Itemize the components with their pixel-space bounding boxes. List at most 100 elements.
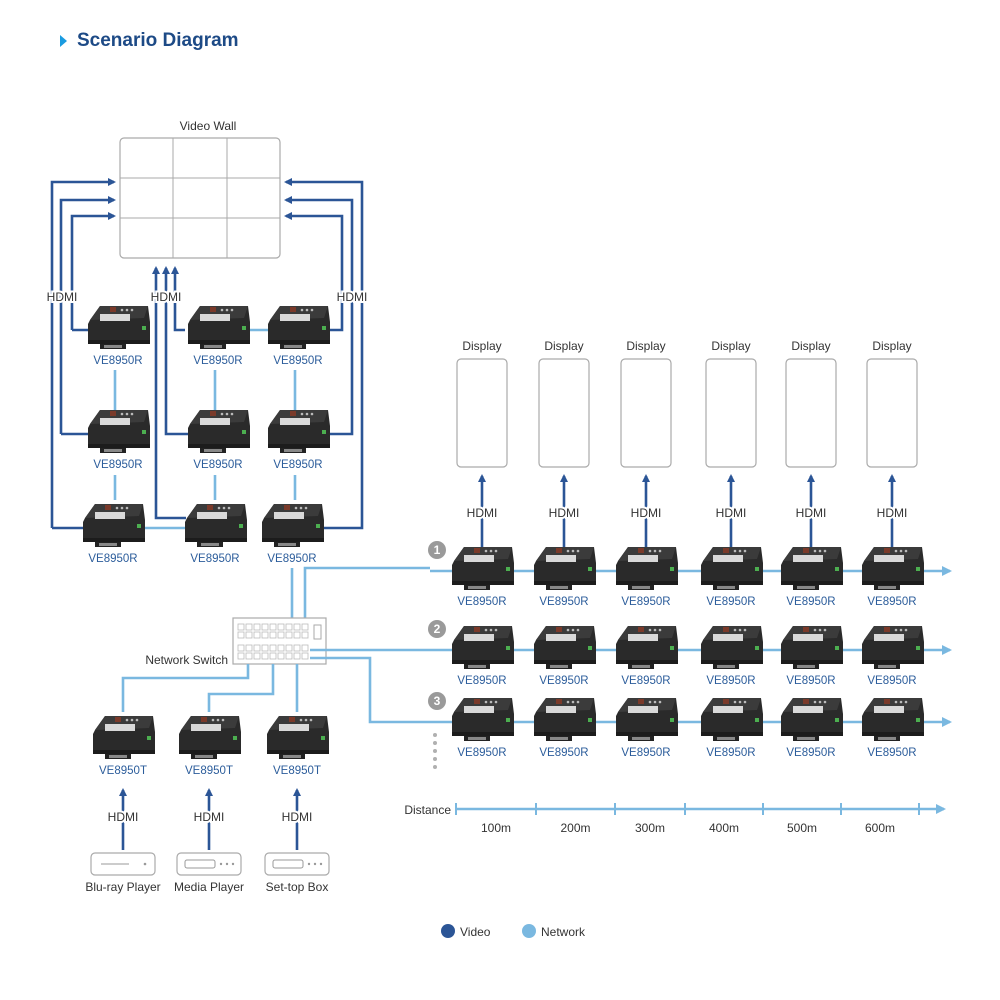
distance-tick-label: 300m [635,821,665,835]
video-link [70,212,116,330]
switch-port [269,652,277,660]
device-model-label: VE8950R [273,355,322,367]
badge-number: 1 [434,543,441,557]
badge-number: 2 [434,622,441,636]
indicator [225,862,229,866]
device-icon [862,698,924,741]
continuation-dot [433,733,437,737]
wall-receiver: VE8950R [185,504,247,565]
chain-number-badge: 1 [428,541,446,559]
source-device: Blu-ray Player [85,852,161,894]
device-model-label: VE8950R [457,596,506,608]
device-icon [862,626,924,669]
hdmi-label: HDMI [47,290,78,304]
switch-port [269,644,277,652]
chain-receiver: VE8950R [862,698,924,759]
switch-port [261,644,269,652]
network-link [310,656,430,724]
video-link [171,266,185,332]
device-icon [616,626,678,669]
device-model-label: VE8950T [185,765,233,777]
device-model-label: VE8950R [786,596,835,608]
switch-port [277,652,285,660]
device-icon [185,504,247,547]
chain-receiver: VE8950R [781,698,843,759]
transmitter: VE8950T [93,716,155,777]
device-icon [781,698,843,741]
device-icon [862,547,924,590]
switch-port [301,644,309,652]
switch-port [245,623,253,631]
chain-receiver: VE8950R [452,547,514,608]
display-screen [785,358,837,468]
network-link [121,664,250,712]
display-label: Display [872,339,911,353]
device-model-label: VE8950R [193,355,242,367]
source-label: Set-top Box [266,880,329,894]
switch-port [293,644,301,652]
title-text: Scenario Diagram [77,30,239,51]
hdmi-label: HDMI [337,290,368,304]
wall-receiver: VE8950R [188,410,250,471]
legend-item: Video [441,924,491,939]
hdmi-label: HDMI [549,506,580,520]
switch-port [253,644,261,652]
network-switch-label: Network Switch [145,653,228,667]
device-icon [534,547,596,590]
source-device-icon [176,852,242,876]
indicator [313,862,317,866]
video-wall-frame [119,137,281,259]
device-model-label: VE8950R [867,675,916,687]
network-switch[interactable]: Network Switch [145,617,327,667]
device-icon [534,626,596,669]
chain-receiver: VE8950R [616,698,678,759]
switch-port [301,631,309,639]
badge-number: 3 [434,694,441,708]
distance-label: Distance [404,803,451,817]
device-model-label: VE8950T [273,765,321,777]
distance-tick-label: 500m [787,821,817,835]
switch-port [245,644,253,652]
wall-receiver: VE8950R [262,504,324,565]
display-label: Display [462,339,501,353]
device-model-label: VE8950R [93,355,142,367]
video-link [162,266,190,436]
badge-circle [428,541,446,559]
video-link [284,178,364,530]
device-icon [83,504,145,547]
switch-port [245,652,253,660]
hdmi-label: HDMI [282,810,313,824]
device-model-label: VE8950R [621,747,670,759]
device-model-label: VE8950R [93,459,142,471]
display-screen [456,358,508,468]
distance-tick-label: 100m [481,821,511,835]
device-model-label: VE8950R [457,747,506,759]
display-label: Display [791,339,830,353]
device-model-label: VE8950R [193,459,242,471]
video-link [152,266,186,520]
network-link [207,664,275,712]
distance-tick-label: 600m [865,821,895,835]
display-label: Display [544,339,583,353]
switch-port [277,631,285,639]
switch-port [301,652,309,660]
switch-port [269,631,277,639]
switch-port [237,623,245,631]
switch-port [301,623,309,631]
wall-receiver: VE8950R [268,306,330,367]
transmitter: VE8950T [267,716,329,777]
wall-receiver: VE8950R [188,306,250,367]
chain-receiver: VE8950R [862,626,924,687]
source-device: Media Player [174,852,244,894]
video-link [284,196,354,436]
device-icon [534,698,596,741]
switch-port [293,623,301,631]
source-device: Set-top Box [264,852,330,894]
device-icon [781,547,843,590]
